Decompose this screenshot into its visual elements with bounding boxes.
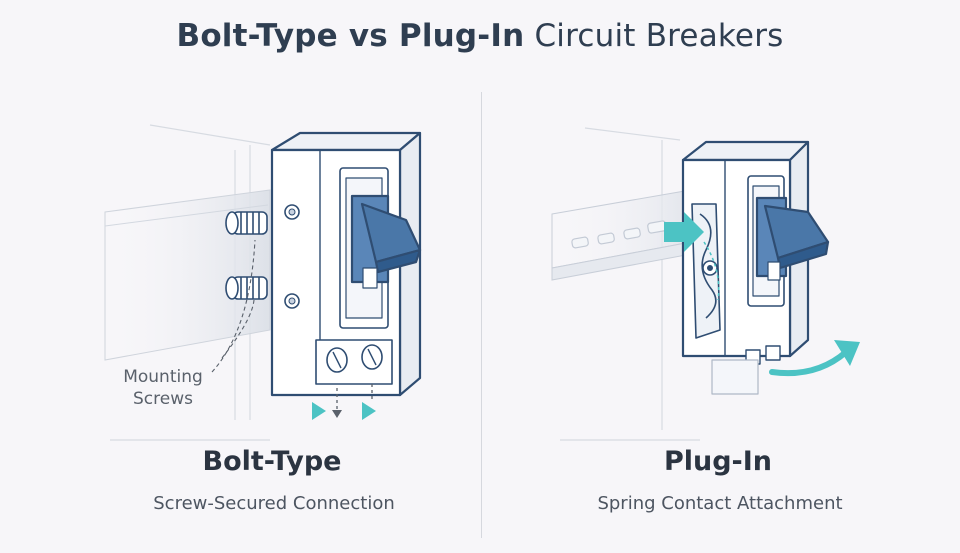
plug-in-heading: Plug-In — [663, 446, 773, 477]
plug-in-subtitle: Spring Contact Attachment — [597, 493, 843, 514]
plug-in-breaker-body — [681, 140, 830, 395]
callout-leader — [211, 239, 256, 373]
rail-slots — [571, 220, 667, 249]
title-light: Circuit Breakers — [534, 18, 784, 54]
panel-backdrop-right — [560, 127, 700, 441]
mounting-screws-callout: Mounting Screws — [104, 366, 222, 410]
mounting-screw-lower — [225, 276, 268, 300]
insertion-arrows-left — [312, 384, 376, 420]
bolt-type-subtitle: Screw-Secured Connection — [153, 493, 395, 514]
plug-in-illustration — [551, 127, 860, 441]
rotation-arrow — [769, 349, 849, 377]
center-divider — [481, 92, 482, 538]
title-bold: Bolt-Type vs Plug-In — [176, 18, 525, 54]
bolt-type-illustration — [104, 124, 422, 441]
diagram-title: Bolt-Type vs Plug-In Circuit Breakers — [0, 18, 960, 54]
bolt-breaker-body — [270, 131, 422, 397]
bolt-type-heading: Bolt-Type — [202, 446, 342, 477]
callout-line-1: Mounting — [123, 367, 203, 387]
clip-arrow — [664, 212, 704, 252]
callout-line-2: Screws — [133, 389, 193, 409]
mounting-screw-upper — [225, 211, 268, 235]
